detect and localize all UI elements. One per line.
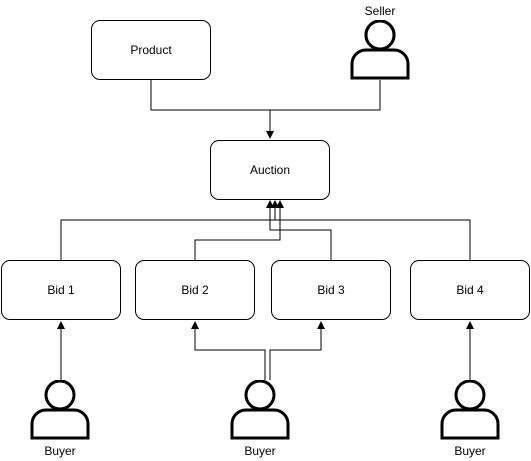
buyer-3-label: Buyer xyxy=(454,444,486,458)
buyer-1-label: Buyer xyxy=(44,444,76,458)
auction-box: Auction xyxy=(210,140,330,200)
seller-user-icon xyxy=(350,20,410,80)
bid-1-box: Bid 1 xyxy=(1,260,121,320)
bid-4-label: Bid 4 xyxy=(456,283,484,297)
buyer-1-user-icon xyxy=(30,380,90,440)
edge-bid3-auction xyxy=(266,200,332,260)
bid-1-label: Bid 1 xyxy=(47,283,75,297)
edge-buyer2-bid3 xyxy=(269,321,325,380)
bid-2-box: Bid 2 xyxy=(135,260,255,320)
buyer-2-label: Buyer xyxy=(244,444,276,458)
bid-2-label: Bid 2 xyxy=(181,283,209,297)
product-label: Product xyxy=(130,43,172,57)
auction-label: Auction xyxy=(249,163,291,177)
edge-seller-auction xyxy=(270,80,381,111)
seller-label: Seller xyxy=(364,4,396,18)
buyer-2-user-icon xyxy=(230,380,290,440)
buyer-3-user-icon xyxy=(440,380,500,440)
edge-buyer2-bid2 xyxy=(191,321,266,380)
product-box: Product xyxy=(91,20,211,80)
edge-product-auction xyxy=(150,80,274,139)
edge-bid1-auction xyxy=(60,219,275,260)
edge-bid4-auction xyxy=(271,200,471,260)
edge-bid2-auction xyxy=(194,200,284,260)
bid-3-box: Bid 3 xyxy=(271,260,391,320)
bid-3-label: Bid 3 xyxy=(317,283,345,297)
bid-4-box: Bid 4 xyxy=(410,260,530,320)
